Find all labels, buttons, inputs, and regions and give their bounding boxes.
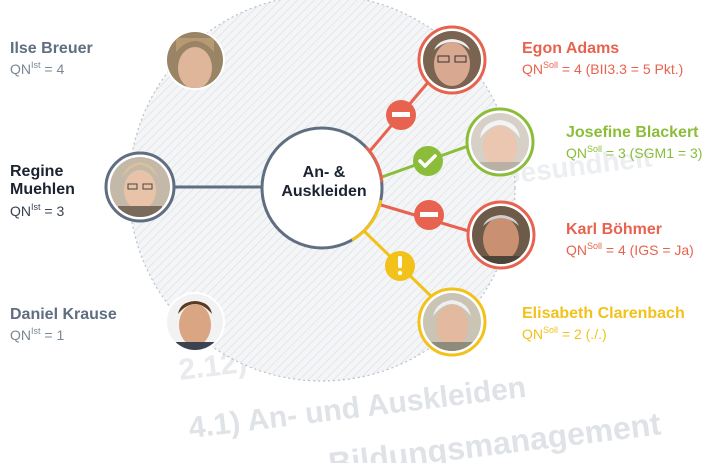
avatar-josefine-blackert bbox=[465, 107, 535, 177]
status-warning-elisabeth bbox=[385, 251, 415, 281]
status-minus-egon bbox=[386, 100, 416, 130]
qn-ist: QNIst = 1 bbox=[10, 326, 65, 344]
qn-soll: QNSoll = 4 (BII3.3 = 5 Pkt.) bbox=[522, 60, 684, 78]
center-label: An- & Auskleiden bbox=[264, 163, 384, 201]
center-ring-red bbox=[364, 145, 384, 183]
avatar-karl-boehmer bbox=[466, 200, 536, 270]
avatar-regine-muehlen bbox=[104, 151, 176, 223]
person-regine-muehlen: Regine Muehlen QNIst = 3 bbox=[10, 163, 75, 219]
person-name: Daniel Krause bbox=[10, 306, 117, 323]
qn-soll: QNSoll = 3 (SGM1 = 3) bbox=[566, 144, 703, 162]
person-name: Elisabeth Clarenbach bbox=[522, 305, 685, 322]
qn-ist: QNIst = 4 bbox=[10, 60, 65, 78]
avatar-elisabeth-clarenbach bbox=[417, 287, 487, 357]
qn-soll: QNSoll = 4 (IGS = Ja) bbox=[566, 241, 694, 259]
center-ring-yellow bbox=[351, 199, 383, 242]
center-node bbox=[260, 126, 384, 250]
status-minus-karl bbox=[414, 200, 444, 230]
qn-ist: QNIst = 3 bbox=[10, 201, 65, 219]
person-name: Ilse Breuer bbox=[10, 40, 93, 57]
qn-soll: QNSoll = 2 (./.) bbox=[522, 325, 607, 343]
person-name-line2: Muehlen bbox=[10, 181, 75, 199]
person-josefine-blackert: Josefine Blackert QNSoll = 3 (SGM1 = 3) bbox=[566, 124, 702, 161]
avatar-egon-adams bbox=[417, 25, 487, 95]
center-label-line1: An- & bbox=[302, 164, 346, 181]
person-ilse-breuer: Ilse Breuer QNIst = 4 bbox=[10, 40, 93, 77]
avatar-daniel-krause bbox=[165, 292, 225, 352]
status-check-josefine bbox=[413, 146, 443, 176]
person-elisabeth-clarenbach: Elisabeth Clarenbach QNSoll = 2 (./.) bbox=[522, 305, 685, 342]
person-karl-boehmer: Karl Böhmer QNSoll = 4 (IGS = Ja) bbox=[566, 221, 694, 258]
avatar-ilse-breuer bbox=[165, 30, 225, 90]
person-egon-adams: Egon Adams QNSoll = 4 (BII3.3 = 5 Pkt.) bbox=[522, 40, 683, 77]
person-name: Egon Adams bbox=[522, 40, 620, 57]
person-name-line1: Regine bbox=[10, 163, 64, 180]
person-name: Josefine Blackert bbox=[566, 124, 699, 141]
person-name: Karl Böhmer bbox=[566, 221, 663, 238]
person-daniel-krause: Daniel Krause QNIst = 1 bbox=[10, 306, 117, 343]
center-label-line2: Auskleiden bbox=[281, 183, 367, 201]
